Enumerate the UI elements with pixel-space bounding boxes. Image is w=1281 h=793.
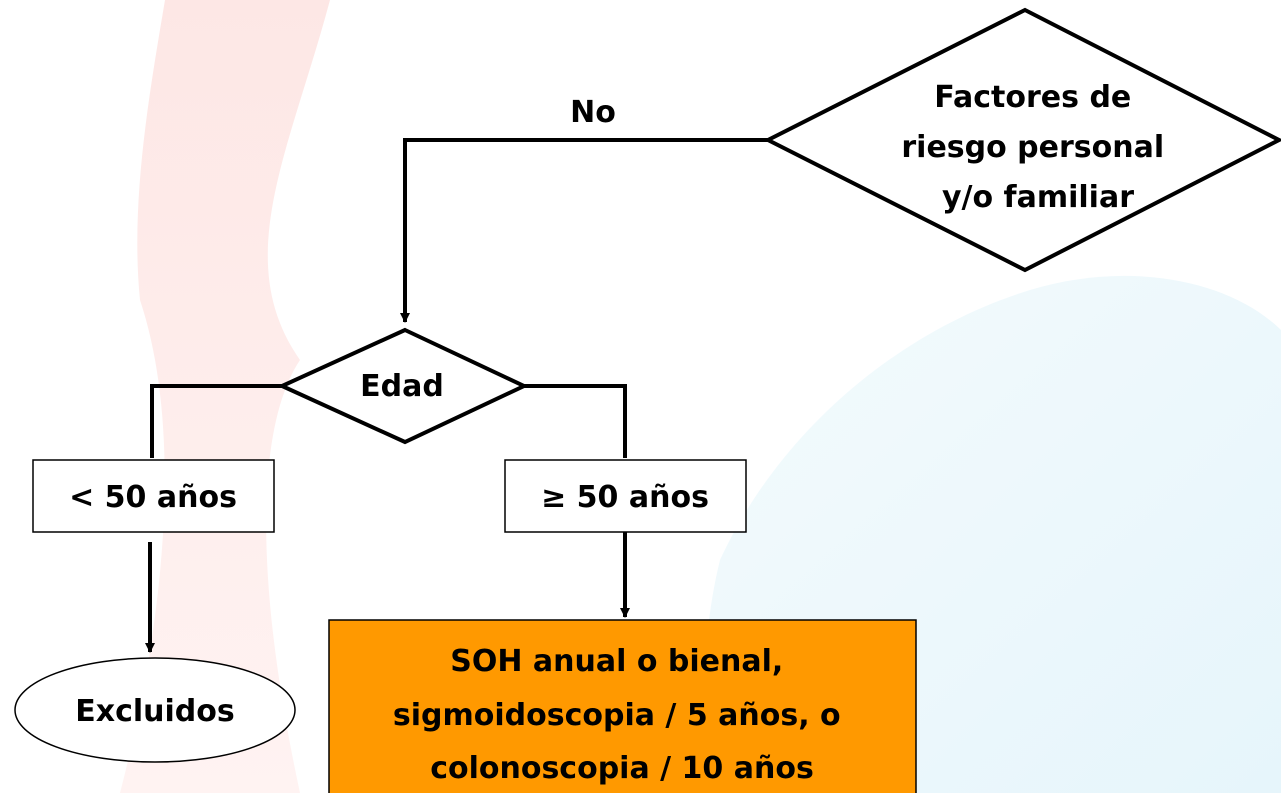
age-label: Edad xyxy=(360,369,444,404)
over-50-edge xyxy=(524,384,627,458)
screening-label: SOH anual o bienal, sigmoidoscopia / 5 a… xyxy=(393,644,851,786)
risk-factors-decision xyxy=(763,7,1281,273)
risk-factors-label: Factores de riesgo personal y/o familiar xyxy=(901,80,1174,215)
over-50-box xyxy=(504,459,747,533)
age-decision xyxy=(277,327,529,445)
excluded-label: Excluidos xyxy=(75,694,235,729)
red-watermark-shape xyxy=(120,0,330,793)
under-50-label: < 50 años xyxy=(69,480,237,515)
screening-box xyxy=(328,619,917,793)
no-edge-label: No xyxy=(570,95,616,130)
under-50-box xyxy=(32,459,275,533)
no-edge xyxy=(400,138,768,323)
under-50-edge xyxy=(150,384,282,458)
excluded-terminal xyxy=(14,657,296,763)
over-50-label: ≥ 50 años xyxy=(541,480,709,515)
